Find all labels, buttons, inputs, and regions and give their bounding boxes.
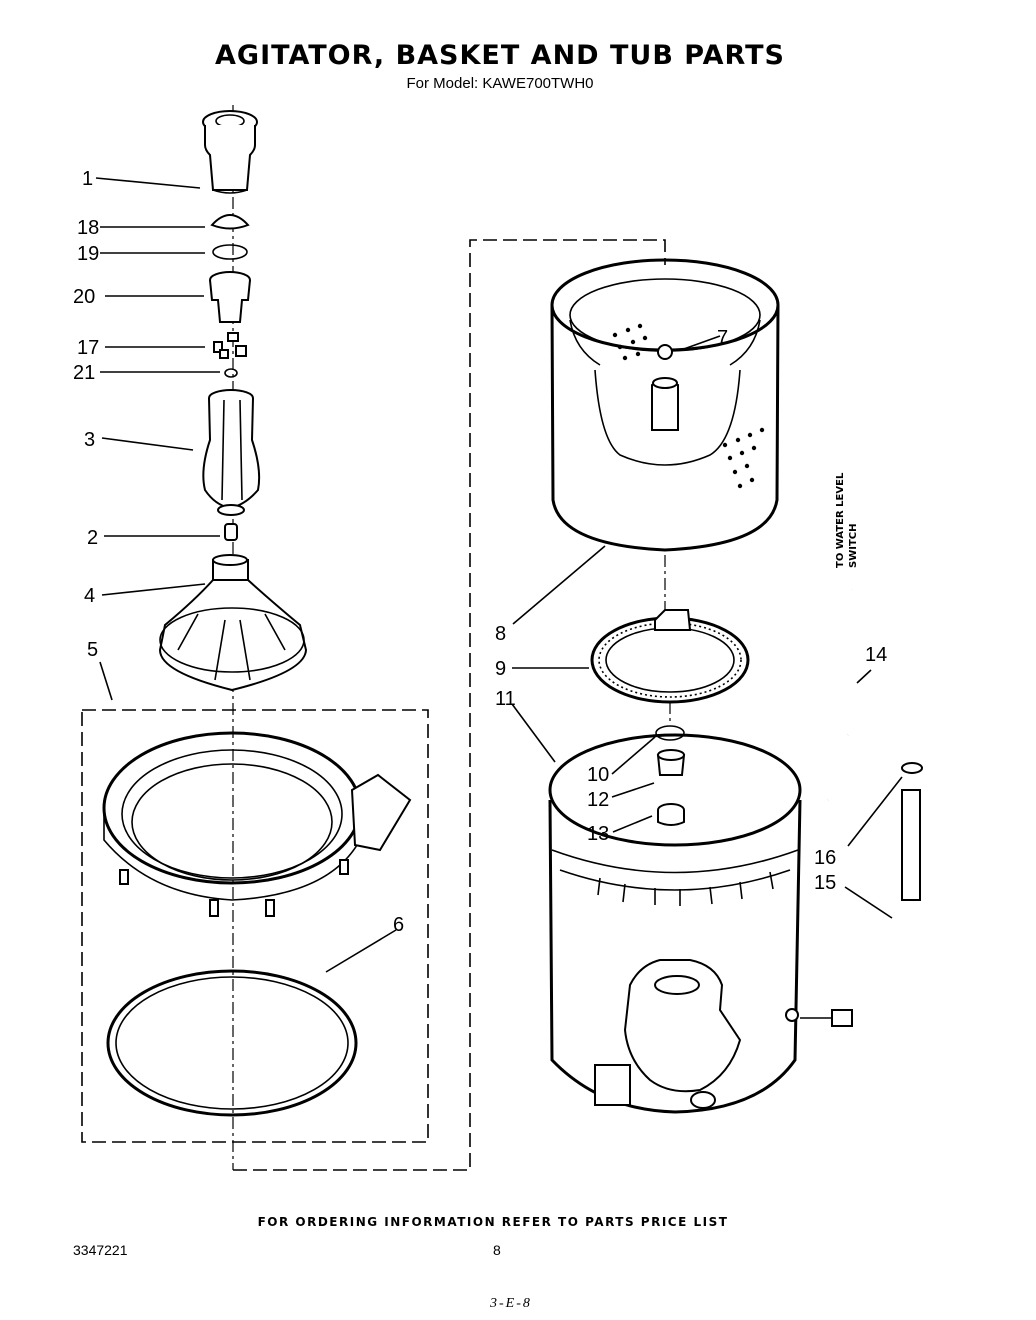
callout-15: 15	[814, 872, 836, 894]
ordering-info-footer: FOR ORDERING INFORMATION REFER TO PARTS …	[257, 1215, 729, 1229]
callout-1: 1	[82, 168, 93, 190]
callout-18: 18	[77, 217, 99, 239]
water-level-note-line2: SWITCH	[848, 524, 859, 568]
callout-2: 2	[87, 527, 98, 549]
callout-3: 3	[84, 429, 95, 451]
water-level-note: TO WATER LEVEL SWITCH	[835, 472, 859, 568]
basket-perforations	[612, 323, 765, 489]
agitator-cap-part	[202, 110, 258, 194]
handwritten-note: 3-E-8	[490, 1296, 532, 1311]
callout-19: 19	[77, 243, 99, 265]
callout-14: 14	[865, 644, 887, 666]
callout-17: 17	[77, 337, 99, 359]
callout-21: 21	[73, 362, 95, 384]
callout-8: 8	[495, 623, 506, 645]
assembly-routing-line	[233, 239, 666, 1171]
part-18-shape	[210, 214, 250, 230]
page-number: 8	[493, 1242, 501, 1258]
callout-10: 10	[587, 764, 609, 786]
tub-ring-seal-part	[106, 969, 358, 1117]
tub-ribs	[597, 871, 774, 906]
basket-drive-hub-part	[590, 609, 750, 704]
callout-12: 12	[587, 789, 609, 811]
leader-lines	[95, 177, 903, 973]
document-number: 3347221	[73, 1242, 128, 1258]
part-20-shape	[209, 271, 251, 323]
part-2-shape	[224, 523, 238, 541]
pressure-hose-part	[826, 589, 856, 801]
part-12-nut	[656, 749, 686, 776]
part-19-ring	[212, 244, 248, 260]
agitator-barrel-part	[202, 389, 261, 516]
part-17-dogs	[213, 332, 247, 359]
callout-13: 13	[587, 823, 609, 845]
callout-11: 11	[495, 688, 516, 710]
callout-20: 20	[73, 286, 95, 308]
page-title: AGITATOR, BASKET AND TUB PARTS	[215, 40, 785, 71]
part-16-clamp	[901, 762, 923, 774]
callout-9: 9	[495, 658, 506, 680]
callout-5: 5	[87, 639, 98, 661]
agitator-base-part	[158, 554, 308, 692]
part-21-ring	[224, 368, 238, 378]
water-level-note-line1: TO WATER LEVEL	[835, 472, 846, 568]
spin-basket-part	[550, 258, 780, 552]
callout-7: 7	[717, 327, 728, 349]
part-10-ring	[655, 725, 685, 741]
model-subtitle: For Model: KAWE700TWH0	[406, 75, 594, 92]
part-13-bearing	[657, 803, 685, 826]
drain-hose-part	[800, 789, 921, 1027]
callout-16: 16	[814, 847, 836, 869]
part-5-group-box	[81, 709, 429, 1143]
outer-tub-part	[548, 733, 802, 1114]
balance-ring-part	[102, 731, 412, 917]
callout-4: 4	[84, 585, 95, 607]
callout-6: 6	[393, 914, 404, 936]
